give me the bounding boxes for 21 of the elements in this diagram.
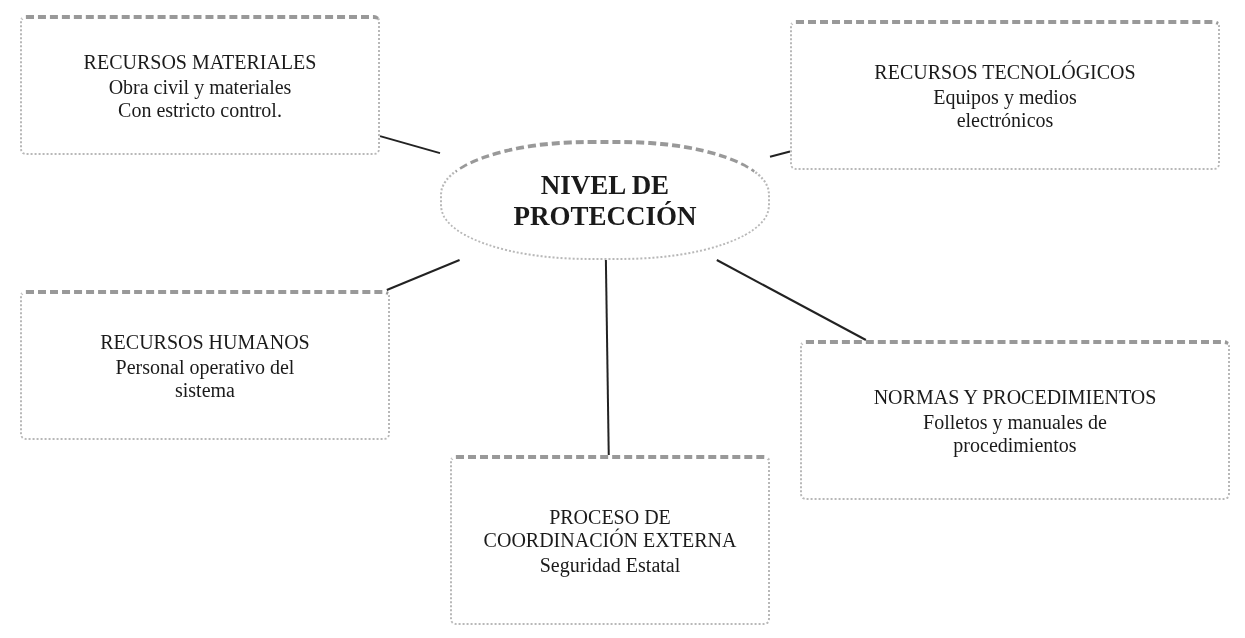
- box-description: Personal operativo del sistema: [114, 355, 296, 402]
- box-heading: RECURSOS MATERIALES: [83, 50, 317, 74]
- connector-line: [604, 259, 610, 456]
- box-description: Equipos y medios electrónicos: [932, 85, 1078, 132]
- box-description: Folletos y manuales de procedimientos: [922, 410, 1108, 457]
- box-heading: NORMAS Y PROCEDIMIENTOS: [873, 385, 1157, 409]
- concept-box: [450, 455, 770, 625]
- concept-box: [20, 290, 390, 440]
- connector-line: [769, 150, 791, 158]
- box-heading: PROCESO DE COORDINACIÓN EXTERNA: [482, 505, 738, 552]
- concept-box: [800, 340, 1230, 500]
- concept-box: [20, 15, 380, 155]
- central-title: NIVEL DE PROTECCIÓN: [512, 169, 698, 233]
- connector-line: [715, 259, 867, 341]
- box-heading: RECURSOS HUMANOS: [100, 330, 310, 354]
- concept-box: [790, 20, 1220, 170]
- connector-line: [385, 259, 461, 291]
- box-heading: RECURSOS TECNOLÓGICOS: [874, 60, 1136, 84]
- box-description: Seguridad Estatal: [539, 553, 681, 577]
- box-description: Obra civil y materiales Con estricto control.: [107, 75, 293, 122]
- connector-line: [379, 135, 441, 155]
